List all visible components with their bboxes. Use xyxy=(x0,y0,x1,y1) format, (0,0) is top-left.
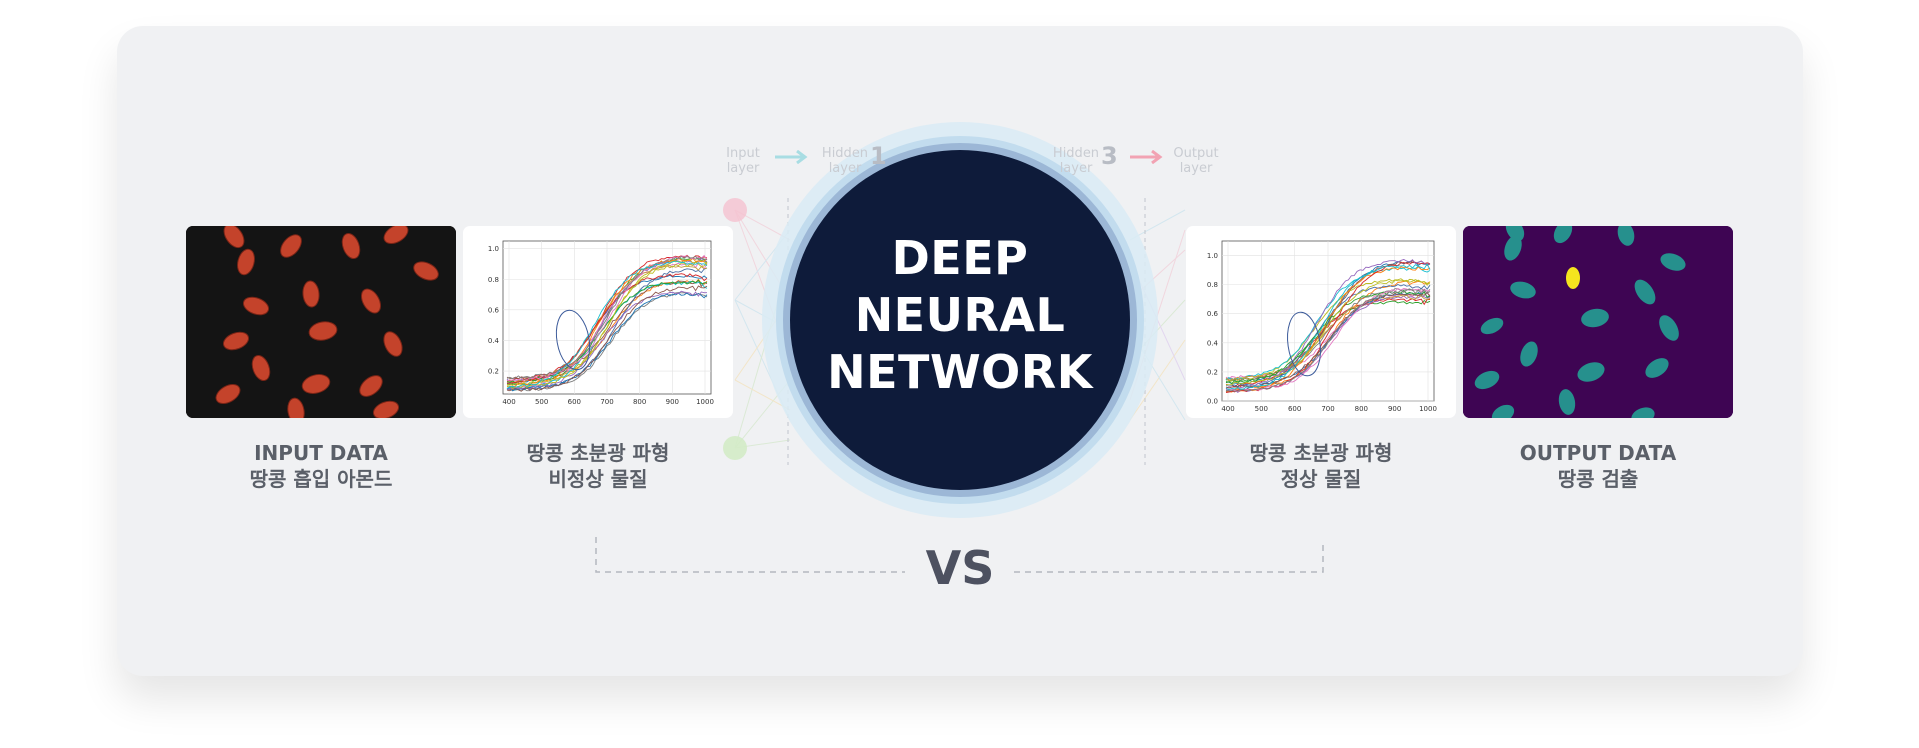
network-circle xyxy=(790,150,1130,490)
spectrum-curve xyxy=(506,254,708,382)
hidden-layer-3-label: Hidden layer xyxy=(1052,146,1100,176)
x-tick-label: 400 xyxy=(502,398,515,406)
caption-line: 비정상 물질 xyxy=(548,467,648,491)
input-caption: INPUT DATA 땅콩 흡입 아몬드 xyxy=(186,440,456,492)
input-layer-label: Input layer xyxy=(726,146,760,176)
vs-label: VS xyxy=(912,538,1008,598)
spectrum-curve xyxy=(1226,260,1431,385)
x-tick-label: 600 xyxy=(1288,405,1301,413)
caption-line: 땅콩 초분광 파형 xyxy=(526,441,670,465)
y-tick-label: 0.2 xyxy=(488,368,499,376)
spectrum-curve xyxy=(1225,298,1431,388)
caption-line: 땅콩 초분광 파형 xyxy=(1249,441,1393,465)
spectrum-curve xyxy=(1225,265,1431,381)
y-tick-label: 0.8 xyxy=(488,276,499,284)
title-line: NEURAL xyxy=(854,288,1066,342)
y-tick-label: 1.0 xyxy=(488,245,499,253)
spectrum-curve xyxy=(506,285,708,392)
y-tick-label: 1.0 xyxy=(1207,252,1218,260)
caption-line: 땅콩 흡입 아몬드 xyxy=(249,467,393,491)
title-line: NETWORK xyxy=(827,345,1093,399)
spectrum-curve xyxy=(1225,263,1431,390)
spectrum-curve xyxy=(1226,279,1431,386)
y-tick-label: 0.4 xyxy=(488,337,500,345)
y-tick-label: 0.6 xyxy=(1207,310,1219,318)
caption-line: OUTPUT DATA xyxy=(1519,441,1677,465)
spectrum-curve xyxy=(1225,294,1431,381)
output-image xyxy=(1463,226,1733,418)
y-tick-label: 0.4 xyxy=(1207,339,1219,347)
spectrum-curve xyxy=(1225,287,1431,392)
abnormal-caption: 땅콩 초분광 파형 비정상 물질 xyxy=(463,440,733,492)
detected-peanut xyxy=(1566,267,1580,289)
x-tick-label: 900 xyxy=(1388,405,1401,413)
spectrum-curve xyxy=(506,254,708,382)
normal-spectrum-chart: 0.0 0.2 0.4 0.6 0.8 1.0 400 500 600 700 800 900 100… xyxy=(1186,226,1456,418)
x-tick-label: 700 xyxy=(1321,405,1334,413)
spectrum-curve xyxy=(1225,287,1431,382)
spectrum-curve xyxy=(506,261,708,389)
y-tick-label: 0.8 xyxy=(1207,281,1218,289)
normal-chart-svg: 0.0 0.2 0.4 0.6 0.8 1.0 400 500 600 700 800 900 100… xyxy=(1207,240,1437,413)
y-tick-label: 0.0 xyxy=(1207,398,1218,406)
x-tick-label: 800 xyxy=(633,398,646,406)
x-tick-label: 700 xyxy=(600,398,613,406)
hidden-layer-1-label: Hidden layer xyxy=(821,146,869,176)
x-tick-label: 500 xyxy=(535,398,548,406)
spectrum-curve xyxy=(506,274,708,385)
abnormal-chart-svg: 0.2 0.4 0.6 0.8 1.0 400 500 600 700 800 900 1000 xyxy=(488,240,714,406)
spectrum-curve xyxy=(506,260,708,389)
spectrum-curve xyxy=(506,292,708,392)
arrow-icon xyxy=(1130,150,1163,164)
abnormal-spectrum-chart: 0.2 0.4 0.6 0.8 1.0 400 500 600 700 800 900 1000 xyxy=(463,226,733,418)
spectrum-curve xyxy=(1225,261,1431,393)
x-tick-label: 400 xyxy=(1221,405,1234,413)
hidden-layer-1-number: 1 xyxy=(870,142,887,170)
x-tick-label: 500 xyxy=(1255,405,1268,413)
caption-line: 땅콩 검출 xyxy=(1557,467,1639,491)
caption-line: INPUT DATA xyxy=(254,441,388,465)
network-title: DEEP NEURAL NETWORK xyxy=(790,230,1130,401)
output-caption: OUTPUT DATA 땅콩 검출 xyxy=(1463,440,1733,492)
input-image xyxy=(186,226,456,418)
y-tick-label: 0.2 xyxy=(1207,368,1218,376)
output-layer-label: Output layer xyxy=(1173,146,1219,176)
spectrum-curve xyxy=(1225,259,1431,389)
x-tick-label: 1000 xyxy=(1419,405,1437,413)
spectrum-curve xyxy=(1225,290,1431,384)
spectrum-curve xyxy=(1225,288,1431,392)
caption-line: 정상 물질 xyxy=(1280,467,1362,491)
title-line: DEEP xyxy=(891,231,1029,285)
spectrum-curve xyxy=(506,255,708,380)
spectrum-curve xyxy=(506,290,707,391)
hidden-layer-3-number: 3 xyxy=(1101,142,1118,170)
x-tick-label: 1000 xyxy=(696,398,714,406)
arrow-icon xyxy=(775,150,808,164)
x-tick-label: 600 xyxy=(568,398,581,406)
x-tick-label: 800 xyxy=(1355,405,1368,413)
normal-caption: 땅콩 초분광 파형 정상 물질 xyxy=(1186,440,1456,492)
x-tick-label: 900 xyxy=(666,398,679,406)
y-tick-label: 0.6 xyxy=(488,306,500,314)
